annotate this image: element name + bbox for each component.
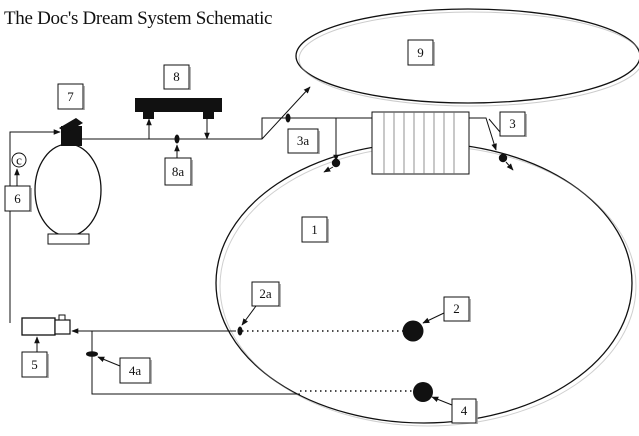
gauge-label: c — [16, 153, 22, 168]
svg-text:4a: 4a — [129, 363, 142, 378]
main-drain — [402, 320, 424, 342]
heater-panel — [135, 98, 222, 119]
svg-text:2: 2 — [453, 301, 460, 316]
floor-drain — [413, 382, 433, 402]
svg-text:8a: 8a — [172, 164, 185, 179]
spillway — [371, 111, 470, 175]
return-jet-right — [498, 153, 508, 163]
callout-4: 4 — [451, 398, 478, 424]
svg-text:9: 9 — [417, 45, 424, 60]
diagram-title: The Doc's Dream System Schematic — [4, 8, 273, 29]
filter — [34, 118, 102, 245]
svg-text:3a: 3a — [297, 133, 310, 148]
pressure-gauge: c — [11, 152, 27, 168]
pump — [21, 314, 71, 336]
valve-4a — [86, 351, 98, 357]
valve-3a — [285, 113, 291, 123]
callout-4a: 4a — [119, 357, 152, 384]
svg-text:5: 5 — [31, 357, 38, 372]
svg-text:6: 6 — [14, 191, 21, 206]
callout-2: 2 — [443, 296, 471, 322]
svg-text:8: 8 — [173, 69, 180, 84]
svg-text:3: 3 — [509, 116, 516, 131]
svg-text:2a: 2a — [259, 286, 272, 301]
callout-3: 3 — [499, 111, 527, 137]
callout-9: 9 — [407, 39, 435, 66]
callout-3a: 3a — [287, 128, 320, 154]
return-jet-left — [331, 158, 341, 168]
callout-5: 5 — [21, 351, 49, 378]
callout-8a: 8a — [164, 157, 193, 186]
svg-text:1: 1 — [311, 222, 318, 237]
valve-8a — [174, 134, 180, 144]
svg-text:4: 4 — [461, 403, 468, 418]
spa-ellipse — [295, 8, 639, 104]
callout-2a: 2a — [251, 281, 281, 307]
callout-6: 6 — [4, 185, 32, 212]
callout-7: 7 — [57, 83, 85, 110]
callout-8: 8 — [163, 64, 191, 90]
callout-1: 1 — [301, 216, 329, 243]
valve-2a — [237, 326, 243, 336]
svg-text:7: 7 — [67, 89, 74, 104]
piping — [9, 86, 497, 395]
